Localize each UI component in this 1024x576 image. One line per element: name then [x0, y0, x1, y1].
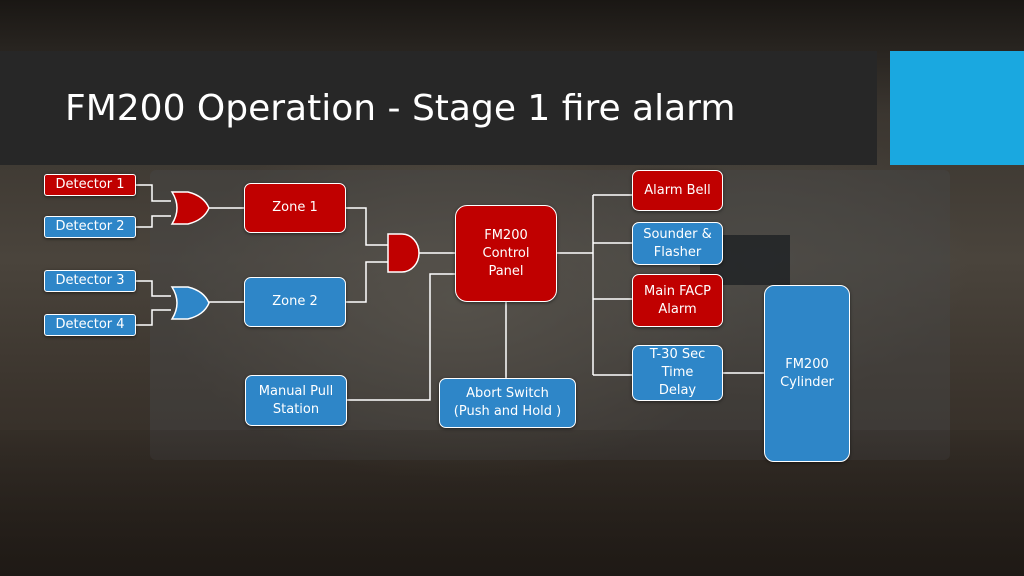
zone-2-label: Zone 2 [272, 294, 318, 309]
wire-zone1-and [346, 207, 388, 246]
title-bar [0, 51, 877, 165]
sounder-flasher-box: Sounder & Flasher [632, 222, 723, 265]
zone-1-label: Zone 1 [272, 200, 318, 215]
slide-title: FM200 Operation - Stage 1 fire alarm [65, 88, 736, 129]
detector-3-label: Detector 3 [55, 273, 125, 288]
wire-detector1 [136, 184, 171, 202]
control-panel-box: FM200 Control Panel [455, 205, 557, 302]
wire-detector2 [136, 215, 171, 228]
abort-switch-box: Abort Switch (Push and Hold ) [439, 378, 576, 428]
or-gate-zone1 [170, 191, 210, 225]
time-delay-box: T-30 Sec Time Delay [632, 345, 723, 401]
background-floor [0, 430, 1024, 576]
accent-square [890, 51, 1024, 165]
detector-2-box: Detector 2 [44, 216, 136, 238]
control-panel-label: FM200 Control Panel [482, 227, 530, 279]
detector-3-box: Detector 3 [44, 270, 136, 292]
wire-zone2-and [346, 261, 388, 303]
alarm-bell-box: Alarm Bell [632, 170, 723, 211]
or-gate-zone2 [170, 286, 210, 320]
detector-1-label: Detector 1 [55, 177, 125, 192]
abort-switch-label: Abort Switch (Push and Hold ) [453, 386, 562, 419]
fm200-cylinder-label: FM200 Cylinder [780, 356, 834, 390]
zone-2-box: Zone 2 [244, 277, 346, 327]
manual-pull-station-box: Manual Pull Station [245, 375, 347, 426]
detector-2-label: Detector 2 [55, 219, 125, 234]
time-delay-label: T-30 Sec Time Delay [649, 347, 706, 398]
main-facp-alarm-label: Main FACP Alarm [643, 283, 712, 317]
sounder-flasher-label: Sounder & Flasher [643, 226, 712, 260]
detector-4-box: Detector 4 [44, 314, 136, 336]
and-gate [387, 233, 420, 273]
zone-1-box: Zone 1 [244, 183, 346, 233]
detector-1-box: Detector 1 [44, 174, 136, 196]
wire-manual-panel [347, 273, 455, 401]
fm200-cylinder-box: FM200 Cylinder [764, 285, 850, 462]
wire-detector4 [136, 309, 171, 326]
detector-4-label: Detector 4 [55, 317, 125, 332]
wire-detector3 [136, 280, 171, 297]
main-facp-alarm-box: Main FACP Alarm [632, 274, 723, 327]
alarm-bell-label: Alarm Bell [644, 182, 711, 198]
manual-pull-station-label: Manual Pull Station [258, 383, 334, 417]
